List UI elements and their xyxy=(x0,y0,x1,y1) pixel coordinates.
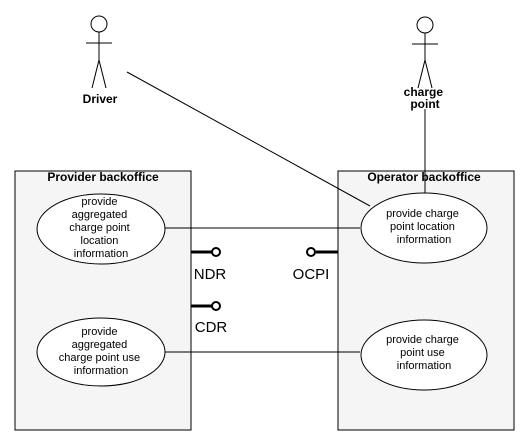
driver-to-operator-location-line xyxy=(126,71,371,207)
associations xyxy=(126,71,426,353)
svg-text:provide charge point loc: provide charge point location informatio… xyxy=(386,208,462,246)
driver-label: Driver xyxy=(83,92,118,106)
use-case-operator-location: provide charge point location informatio… xyxy=(360,192,488,264)
charge-point-actor xyxy=(412,16,438,89)
use-case-provider-use: provide aggregated charge point use info… xyxy=(36,317,166,387)
ocpi-label: OCPI xyxy=(293,266,330,283)
cdr-interface: CDR xyxy=(191,301,228,336)
ndr-interface: NDR xyxy=(191,247,227,283)
svg-text:provide aggregated: provide aggregated charge point use info… xyxy=(59,326,143,377)
provider-backoffice-title: Provider backoffice xyxy=(47,170,159,184)
driver-head xyxy=(90,15,108,33)
ocpi-interface-icon xyxy=(306,247,316,257)
svg-text:provide charge point use: provide charge point use information xyxy=(386,334,462,372)
driver-actor xyxy=(86,15,112,89)
cdr-interface-icon xyxy=(211,301,221,311)
ndr-label: NDR xyxy=(194,266,227,283)
charge-point-label: charge point xyxy=(404,85,447,111)
charge-point-head xyxy=(416,16,434,34)
ocpi-interface: OCPI xyxy=(293,247,338,283)
cdr-label: CDR xyxy=(195,319,228,336)
operator-backoffice-title: Operator backoffice xyxy=(367,170,481,184)
use-case-operator-use: provide charge point use information xyxy=(360,319,488,391)
use-case-provider-location: provide aggregated charge point location… xyxy=(36,193,166,265)
svg-text:provide aggregated: provide aggregated charge point location… xyxy=(69,196,133,260)
ndr-interface-icon xyxy=(211,247,221,257)
